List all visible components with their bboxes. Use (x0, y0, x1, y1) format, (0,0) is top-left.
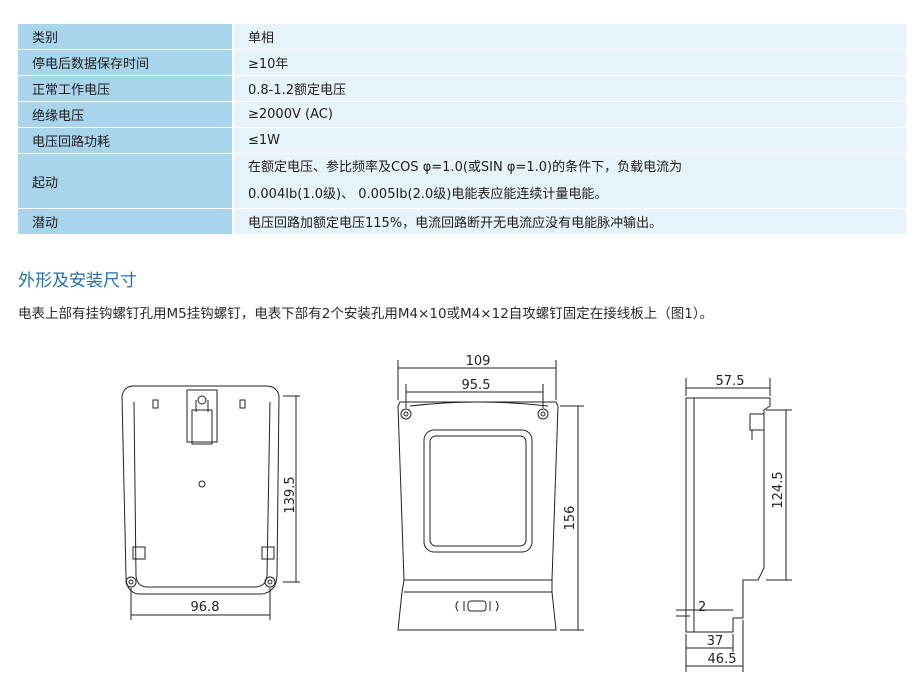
spec-value: 0.8-1.2额定电压 (234, 76, 906, 101)
spec-value-line: 单相 (248, 31, 275, 46)
side-bottom-a-label: 37 (707, 634, 724, 649)
spec-value-line: 在额定电压、参比频率及COS φ=1.0(或SIN φ=1.0)的条件下，负载电… (248, 160, 683, 175)
spec-label: 绝缘电压 (18, 102, 234, 127)
table-row: 类别 单相 (18, 24, 906, 50)
side-small-label: 2 (698, 600, 706, 615)
spec-value: 在额定电压、参比频率及COS φ=1.0(或SIN φ=1.0)的条件下，负载电… (234, 154, 906, 208)
spec-value-line: ≥10年 (248, 57, 289, 72)
back-view (121, 385, 300, 620)
back-width-label: 96.8 (191, 600, 220, 615)
table-row: 电压回路功耗 ≤1W (18, 128, 906, 154)
spec-label: 停电后数据保存时间 (18, 50, 234, 75)
spec-value: 电压回路加额定电压115%，电流回路断开无电流应没有电能脉冲输出。 (234, 209, 906, 234)
intro-text: 电表上部有挂钩螺钉孔用M5挂钩螺钉，电表下部有2个安装孔用M4×10或M4×12… (18, 306, 714, 322)
table-row: 停电后数据保存时间 ≥10年 (18, 50, 906, 76)
front-height-label: 156 (563, 506, 578, 531)
table-row: 绝缘电压 ≥2000V (AC) (18, 102, 906, 128)
spec-value: ≥10年 (234, 50, 906, 75)
front-view (397, 360, 584, 631)
spec-label: 类别 (18, 24, 234, 49)
back-height-label: 139.5 (283, 476, 298, 513)
spec-value: ≥2000V (AC) (234, 102, 906, 127)
side-bottom-b-label: 46.5 (708, 652, 737, 667)
table-row: 正常工作电压 0.8-1.2额定电压 (18, 76, 906, 102)
spec-label: 正常工作电压 (18, 76, 234, 101)
spec-value: 单相 (234, 24, 906, 49)
spec-value-line: 电压回路加额定电压115%，电流回路断开无电流应没有电能脉冲输出。 (248, 216, 663, 231)
spec-value-line: 0.8-1.2额定电压 (248, 83, 347, 98)
spec-label: 电压回路功耗 (18, 128, 234, 153)
side-view (676, 378, 792, 672)
dimension-drawing: 139.5 96.8 109 95.5 156 57.5 124.5 2 37 … (121, 354, 792, 672)
front-overall-width-label: 109 (466, 354, 491, 369)
front-inner-width-label: 95.5 (462, 378, 491, 393)
spec-value: ≤1W (234, 128, 906, 153)
spec-label: 起动 (18, 154, 234, 208)
spec-value-line: ≥2000V (AC) (248, 107, 333, 122)
spec-table: 类别 单相 停电后数据保存时间 ≥10年 正常工作电压 0.8-1.2额定电压 … (18, 24, 906, 235)
table-row: 起动 在额定电压、参比频率及COS φ=1.0(或SIN φ=1.0)的条件下，… (18, 154, 906, 209)
spec-label: 潜动 (18, 209, 234, 234)
section-title: 外形及安装尺寸 (18, 271, 137, 291)
spec-value-line: ≤1W (248, 133, 281, 148)
spec-value-line: 0.004Ib(1.0级)、 0.005Ib(2.0级)电能表应能连续计量电能。 (248, 187, 608, 202)
side-height-label: 124.5 (771, 471, 786, 508)
side-top-width-label: 57.5 (716, 374, 745, 389)
table-row: 潜动 电压回路加额定电压115%，电流回路断开无电流应没有电能脉冲输出。 (18, 209, 906, 235)
